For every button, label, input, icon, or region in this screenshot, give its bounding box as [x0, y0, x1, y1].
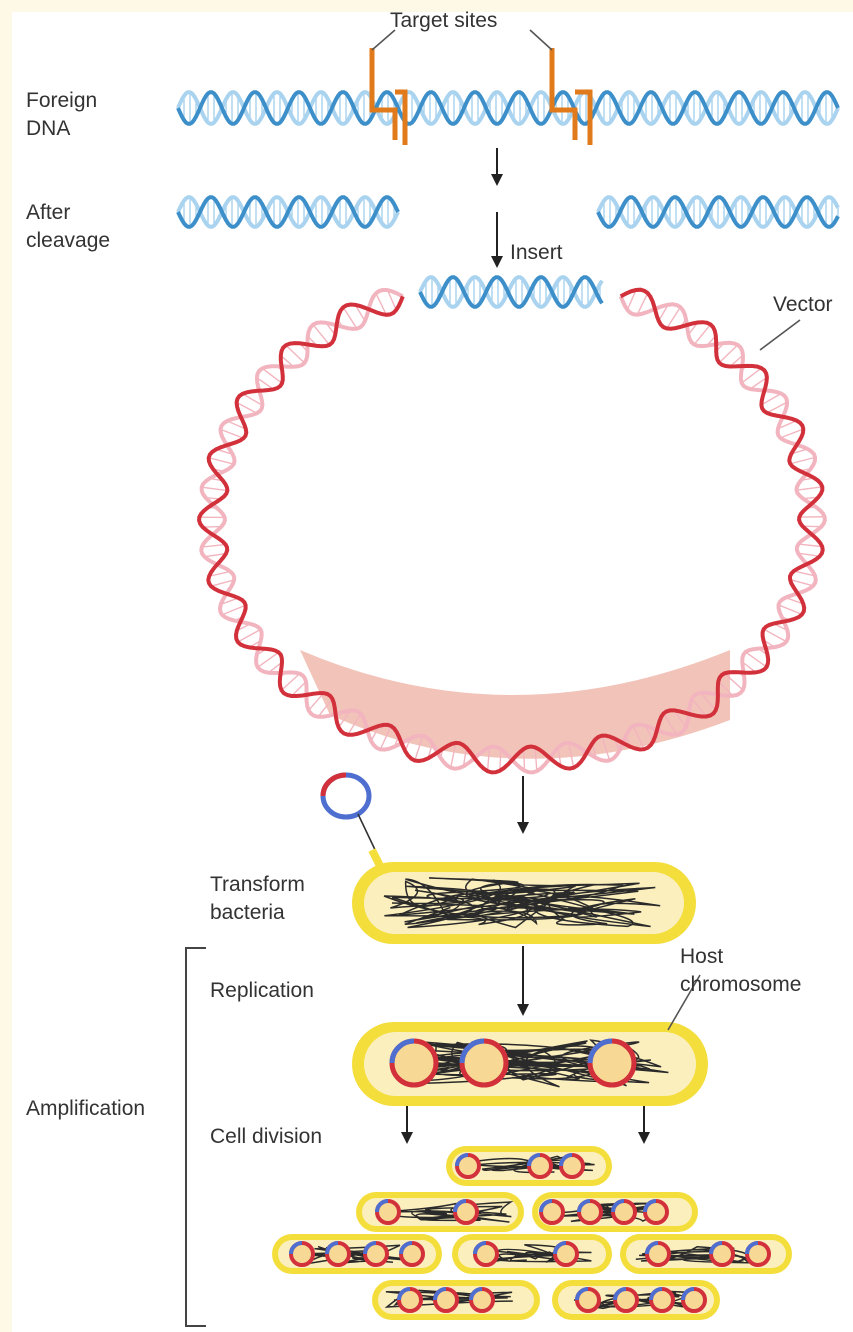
transform-bacteria-label-line2: bacteria: [210, 900, 285, 926]
daughter-cell: [272, 1234, 442, 1274]
transformed-bacterium: [352, 850, 696, 944]
transform-bacteria-label-line1: Transform: [210, 872, 305, 898]
foreign-dna-label-line2: DNA: [26, 116, 70, 142]
after-cleavage-label-line2: cleavage: [26, 228, 110, 254]
host-chromosome-label-line2: chromosome: [680, 972, 801, 998]
replication-label: Replication: [210, 978, 314, 1004]
daughter-cell: [452, 1234, 612, 1274]
insert-label: Insert: [510, 240, 563, 266]
after-cleavage-label-line1: After: [26, 200, 70, 226]
target-sites-label: Target sites: [390, 8, 497, 34]
cell-division-label: Cell division: [210, 1124, 322, 1150]
replicating-bacterium: [352, 1022, 708, 1106]
cleaved-fragment-right: [598, 197, 838, 227]
daughter-cell: [446, 1146, 612, 1186]
daughter-cell: [532, 1192, 698, 1232]
daughter-cell: [620, 1234, 792, 1274]
amplification-label: Amplification: [26, 1096, 145, 1122]
daughter-cell: [372, 1280, 540, 1320]
host-chromosome-label-line1: Host: [680, 944, 723, 970]
vector-label: Vector: [773, 292, 833, 318]
foreign-dna-label-line1: Foreign: [26, 88, 97, 114]
daughter-cell: [552, 1280, 720, 1320]
daughter-cell: [356, 1192, 524, 1232]
